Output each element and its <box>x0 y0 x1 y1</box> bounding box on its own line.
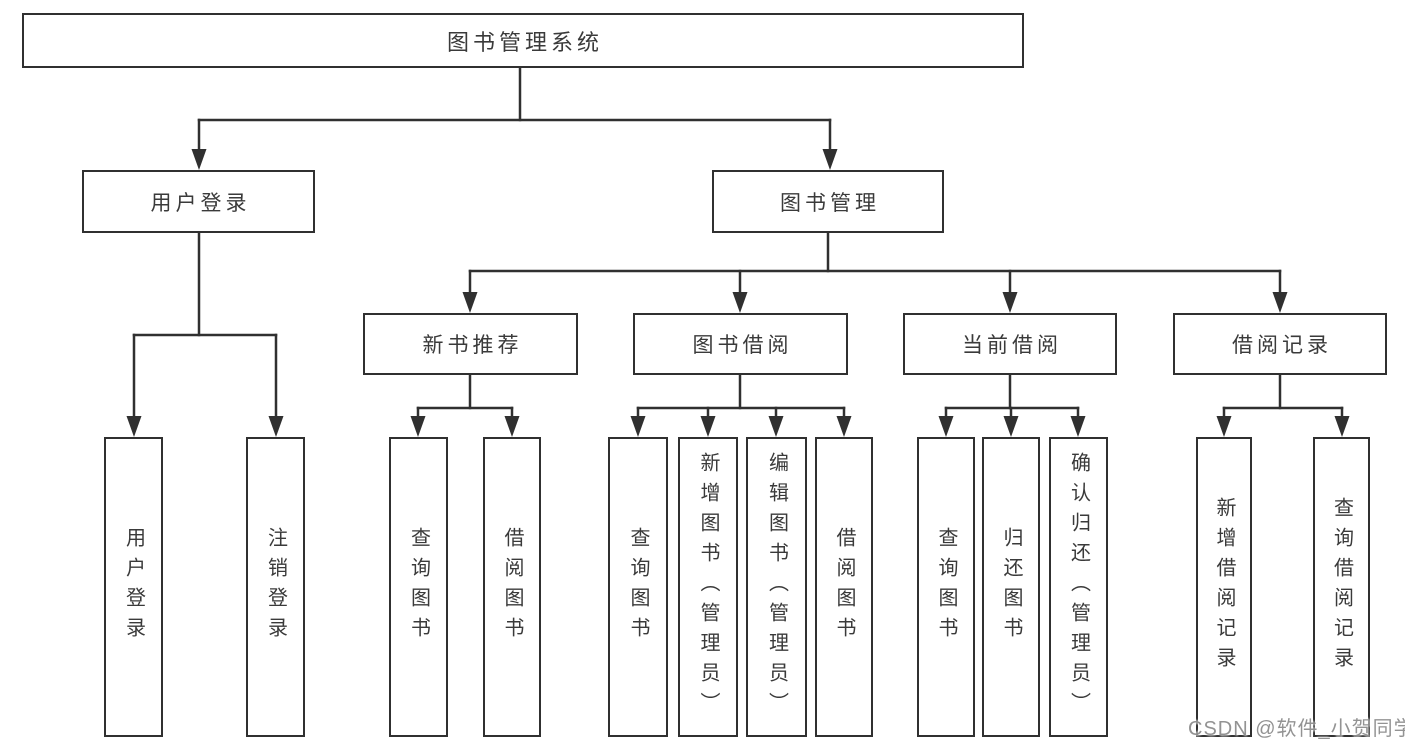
arrowhead-icons <box>126 149 1350 437</box>
node-user-login-label: 用户登录 <box>150 191 251 215</box>
node-user-login: 用户登录 <box>82 170 315 233</box>
node-book-borrow: 图书借阅 <box>633 313 848 375</box>
node-leaf-cb-return-books-label: 归还图书 <box>1000 527 1022 647</box>
node-borrow-record-label: 借阅记录 <box>1232 334 1332 357</box>
node-leaf-bb-borrow-books-label: 借阅图书 <box>833 527 855 647</box>
node-book-mgmt-label: 图书管理 <box>780 191 880 215</box>
node-leaf-nb-borrow-books-label: 借阅图书 <box>501 527 523 647</box>
node-current-borrow-label: 当前借阅 <box>962 334 1062 357</box>
node-leaf-br-add-record: 新增借阅记录 <box>1196 437 1252 737</box>
node-new-book-rec: 新书推荐 <box>363 313 578 375</box>
node-leaf-bb-add-books: 新增图书（管理员） <box>678 437 738 737</box>
node-leaf-user-login-label: 用户登录 <box>122 527 145 647</box>
node-new-book-rec-label: 新书推荐 <box>422 334 523 357</box>
node-leaf-nb-query-books-label: 查询图书 <box>407 527 430 647</box>
node-leaf-br-query-record: 查询借阅记录 <box>1313 437 1370 737</box>
node-leaf-br-query-record-label: 查询借阅记录 <box>1330 497 1353 677</box>
node-root-label: 图书管理系统 <box>446 29 603 55</box>
node-leaf-bb-edit-books-label: 编辑图书（管理员） <box>765 452 788 722</box>
node-book-borrow-label: 图书借阅 <box>692 334 793 357</box>
node-book-mgmt: 图书管理 <box>712 170 944 233</box>
node-leaf-nb-query-books: 查询图书 <box>389 437 448 737</box>
node-leaf-br-add-record-label: 新增借阅记录 <box>1213 497 1235 677</box>
node-leaf-cb-query-books: 查询图书 <box>917 437 975 737</box>
node-root: 图书管理系统 <box>22 13 1024 68</box>
node-leaf-bb-query-books-label: 查询图书 <box>627 527 649 647</box>
node-leaf-logout-label: 注销登录 <box>264 527 287 647</box>
node-leaf-nb-borrow-books: 借阅图书 <box>483 437 541 737</box>
node-borrow-record: 借阅记录 <box>1173 313 1387 375</box>
node-leaf-bb-query-books: 查询图书 <box>608 437 668 737</box>
node-leaf-cb-confirm-return: 确认归还（管理员） <box>1049 437 1108 737</box>
node-leaf-bb-add-books-label: 新增图书（管理员） <box>697 452 719 722</box>
node-leaf-bb-edit-books: 编辑图书（管理员） <box>746 437 807 737</box>
watermark: CSDN @软件_小贺同学 <box>1188 718 1405 740</box>
node-leaf-cb-return-books: 归还图书 <box>982 437 1040 737</box>
node-leaf-bb-borrow-books: 借阅图书 <box>815 437 873 737</box>
node-leaf-cb-query-books-label: 查询图书 <box>935 527 957 647</box>
node-leaf-logout: 注销登录 <box>246 437 305 737</box>
node-current-borrow: 当前借阅 <box>903 313 1117 375</box>
node-leaf-cb-confirm-return-label: 确认归还（管理员） <box>1067 452 1090 722</box>
node-leaf-user-login: 用户登录 <box>104 437 163 737</box>
